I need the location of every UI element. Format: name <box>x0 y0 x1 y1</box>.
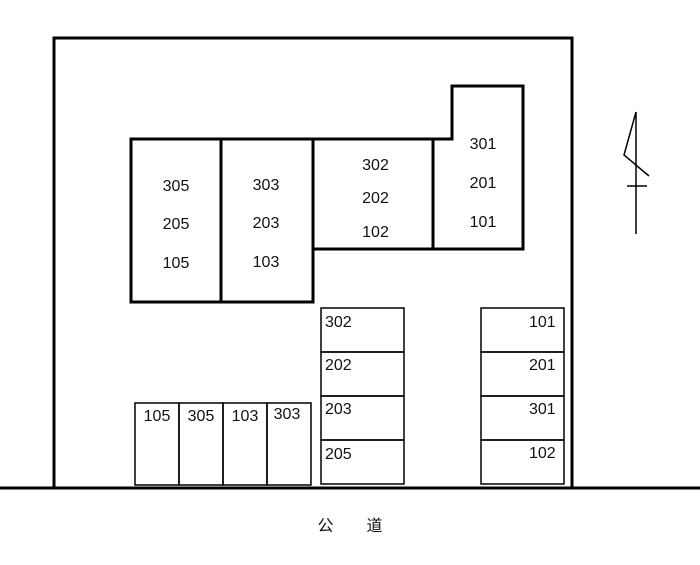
building-east-unit: 101 <box>469 214 497 231</box>
parking-label: 202 <box>325 357 352 374</box>
north-arrow-icon <box>623 111 650 234</box>
building-center-east-unit: 302 <box>362 157 389 174</box>
building-center-east-unit: 202 <box>362 190 389 207</box>
parking-middle-column <box>320 307 405 485</box>
building-east-unit: 301 <box>469 136 497 153</box>
road-label-char: 道 <box>366 516 383 535</box>
building-east-outline <box>431 84 525 251</box>
parking-label: 103 <box>231 408 259 425</box>
building-west-unit: 105 <box>162 255 190 272</box>
road-label-char: 公 <box>317 516 334 535</box>
parking-label: 301 <box>529 401 556 418</box>
building-center-west-unit: 203 <box>252 215 280 232</box>
public-road-label: 公 道 <box>0 512 700 536</box>
parking-right-column <box>480 307 565 485</box>
building-center-east-unit: 102 <box>362 224 389 241</box>
parking-label: 102 <box>529 445 556 462</box>
building-west-unit: 205 <box>162 216 190 233</box>
parking-space <box>266 402 312 486</box>
parking-label: 305 <box>187 408 215 425</box>
building-east-unit: 201 <box>469 175 497 192</box>
property-boundary <box>52 36 574 487</box>
parking-label: 205 <box>325 446 352 463</box>
parking-space <box>480 439 565 485</box>
parking-bottom-row <box>134 402 312 486</box>
building-center-west-unit: 103 <box>252 254 280 271</box>
parking-label: 105 <box>143 408 171 425</box>
parking-space <box>320 439 405 485</box>
building-west-unit: 305 <box>162 178 190 195</box>
parking-label: 101 <box>529 314 556 331</box>
parking-label: 203 <box>325 401 352 418</box>
parking-label: 201 <box>529 357 556 374</box>
parking-label: 303 <box>273 406 301 423</box>
building-center-west-unit: 303 <box>252 177 280 194</box>
parking-label: 302 <box>325 314 352 331</box>
